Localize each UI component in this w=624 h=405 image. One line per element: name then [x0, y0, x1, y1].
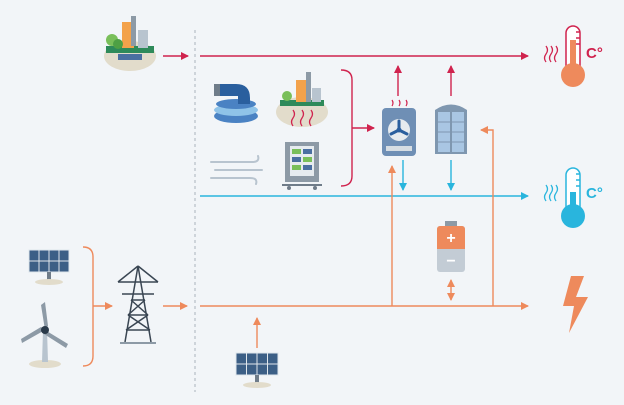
power-flows: [82, 126, 529, 367]
heat-unit-label: C°: [586, 45, 603, 62]
hot-thermometer-icon: [543, 25, 585, 87]
solar-panel-icon: [28, 249, 70, 285]
factory-island-icon: [104, 16, 156, 71]
battery-icon: [437, 221, 465, 272]
generation-bracket: [82, 246, 94, 367]
storage-tank-icon: [435, 104, 467, 154]
cold-unit-label: C°: [586, 185, 603, 202]
solar-panel-bottom-icon: [235, 352, 279, 388]
battery-minus-label: −: [446, 253, 455, 270]
lightning-bolt-icon: [563, 276, 588, 333]
water-pipe-icon: [214, 84, 258, 123]
heat-sources-bracket: [340, 69, 353, 187]
wind-icon: [210, 155, 263, 185]
wind-turbine-icon: [21, 302, 68, 368]
heat-flows: [163, 52, 529, 187]
heat-pump-icon: [382, 99, 416, 156]
cold-thermometer-icon: [543, 167, 585, 228]
cold-flows: [200, 160, 529, 200]
power-to-tank-arrow: [480, 126, 494, 306]
server-building-icon: [282, 142, 322, 190]
transmission-tower-icon: [117, 265, 159, 344]
battery-plus-label: +: [446, 230, 455, 247]
factory-heat-icon: [276, 72, 328, 127]
